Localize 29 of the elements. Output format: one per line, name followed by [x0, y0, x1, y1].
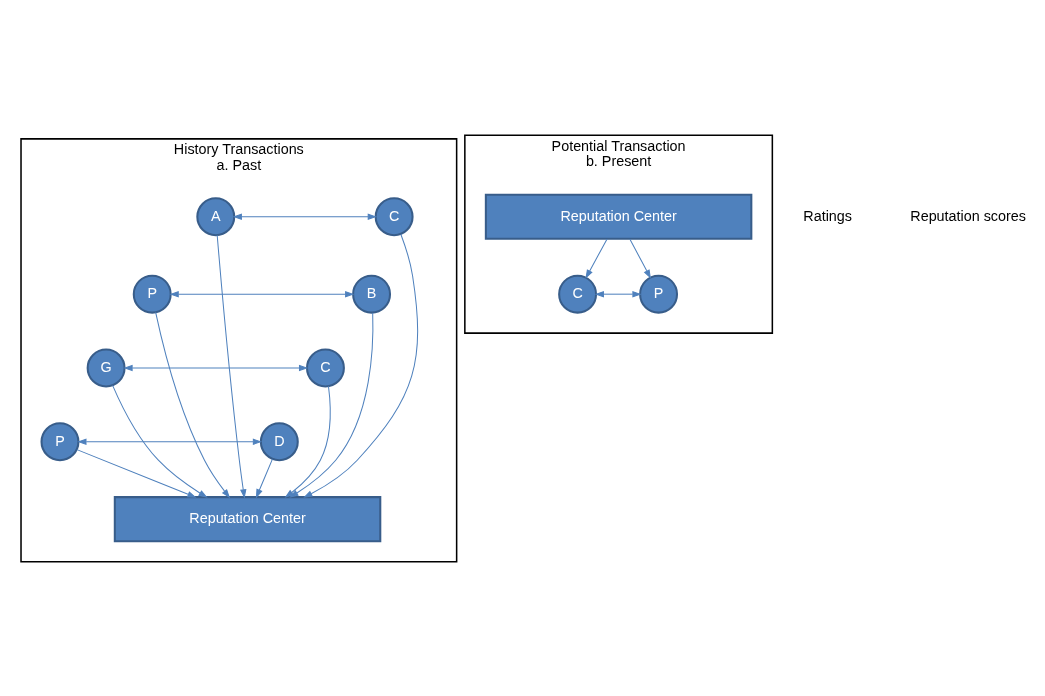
node-circle: G	[86, 348, 126, 387]
node-circle: C	[374, 196, 414, 236]
node-circle: P	[40, 421, 80, 461]
arrow	[303, 233, 419, 498]
arrow	[112, 384, 208, 498]
arrow	[169, 290, 355, 297]
node-circle: C	[558, 274, 598, 314]
arrow	[629, 238, 651, 279]
node-box: Reputation Center	[484, 193, 753, 240]
label: Ratings	[803, 207, 853, 224]
arrow	[232, 213, 377, 220]
node-circle: B	[352, 274, 392, 314]
node-circle: D	[259, 421, 299, 461]
arrow	[77, 438, 263, 445]
arrow	[155, 311, 231, 498]
node-circle: P	[132, 274, 172, 314]
label: Reputation scores	[910, 207, 1026, 224]
node-box: Reputation Center	[113, 495, 382, 542]
arrow	[76, 448, 197, 498]
arrow	[216, 234, 247, 498]
node-circle: P	[639, 274, 679, 314]
arrow	[594, 290, 642, 297]
node-circle: C	[305, 348, 345, 387]
arrow	[289, 311, 374, 498]
arrow	[585, 238, 608, 279]
arrow	[123, 364, 309, 371]
arrow	[255, 458, 273, 498]
node-circle: A	[196, 196, 236, 236]
arrow	[284, 385, 331, 498]
